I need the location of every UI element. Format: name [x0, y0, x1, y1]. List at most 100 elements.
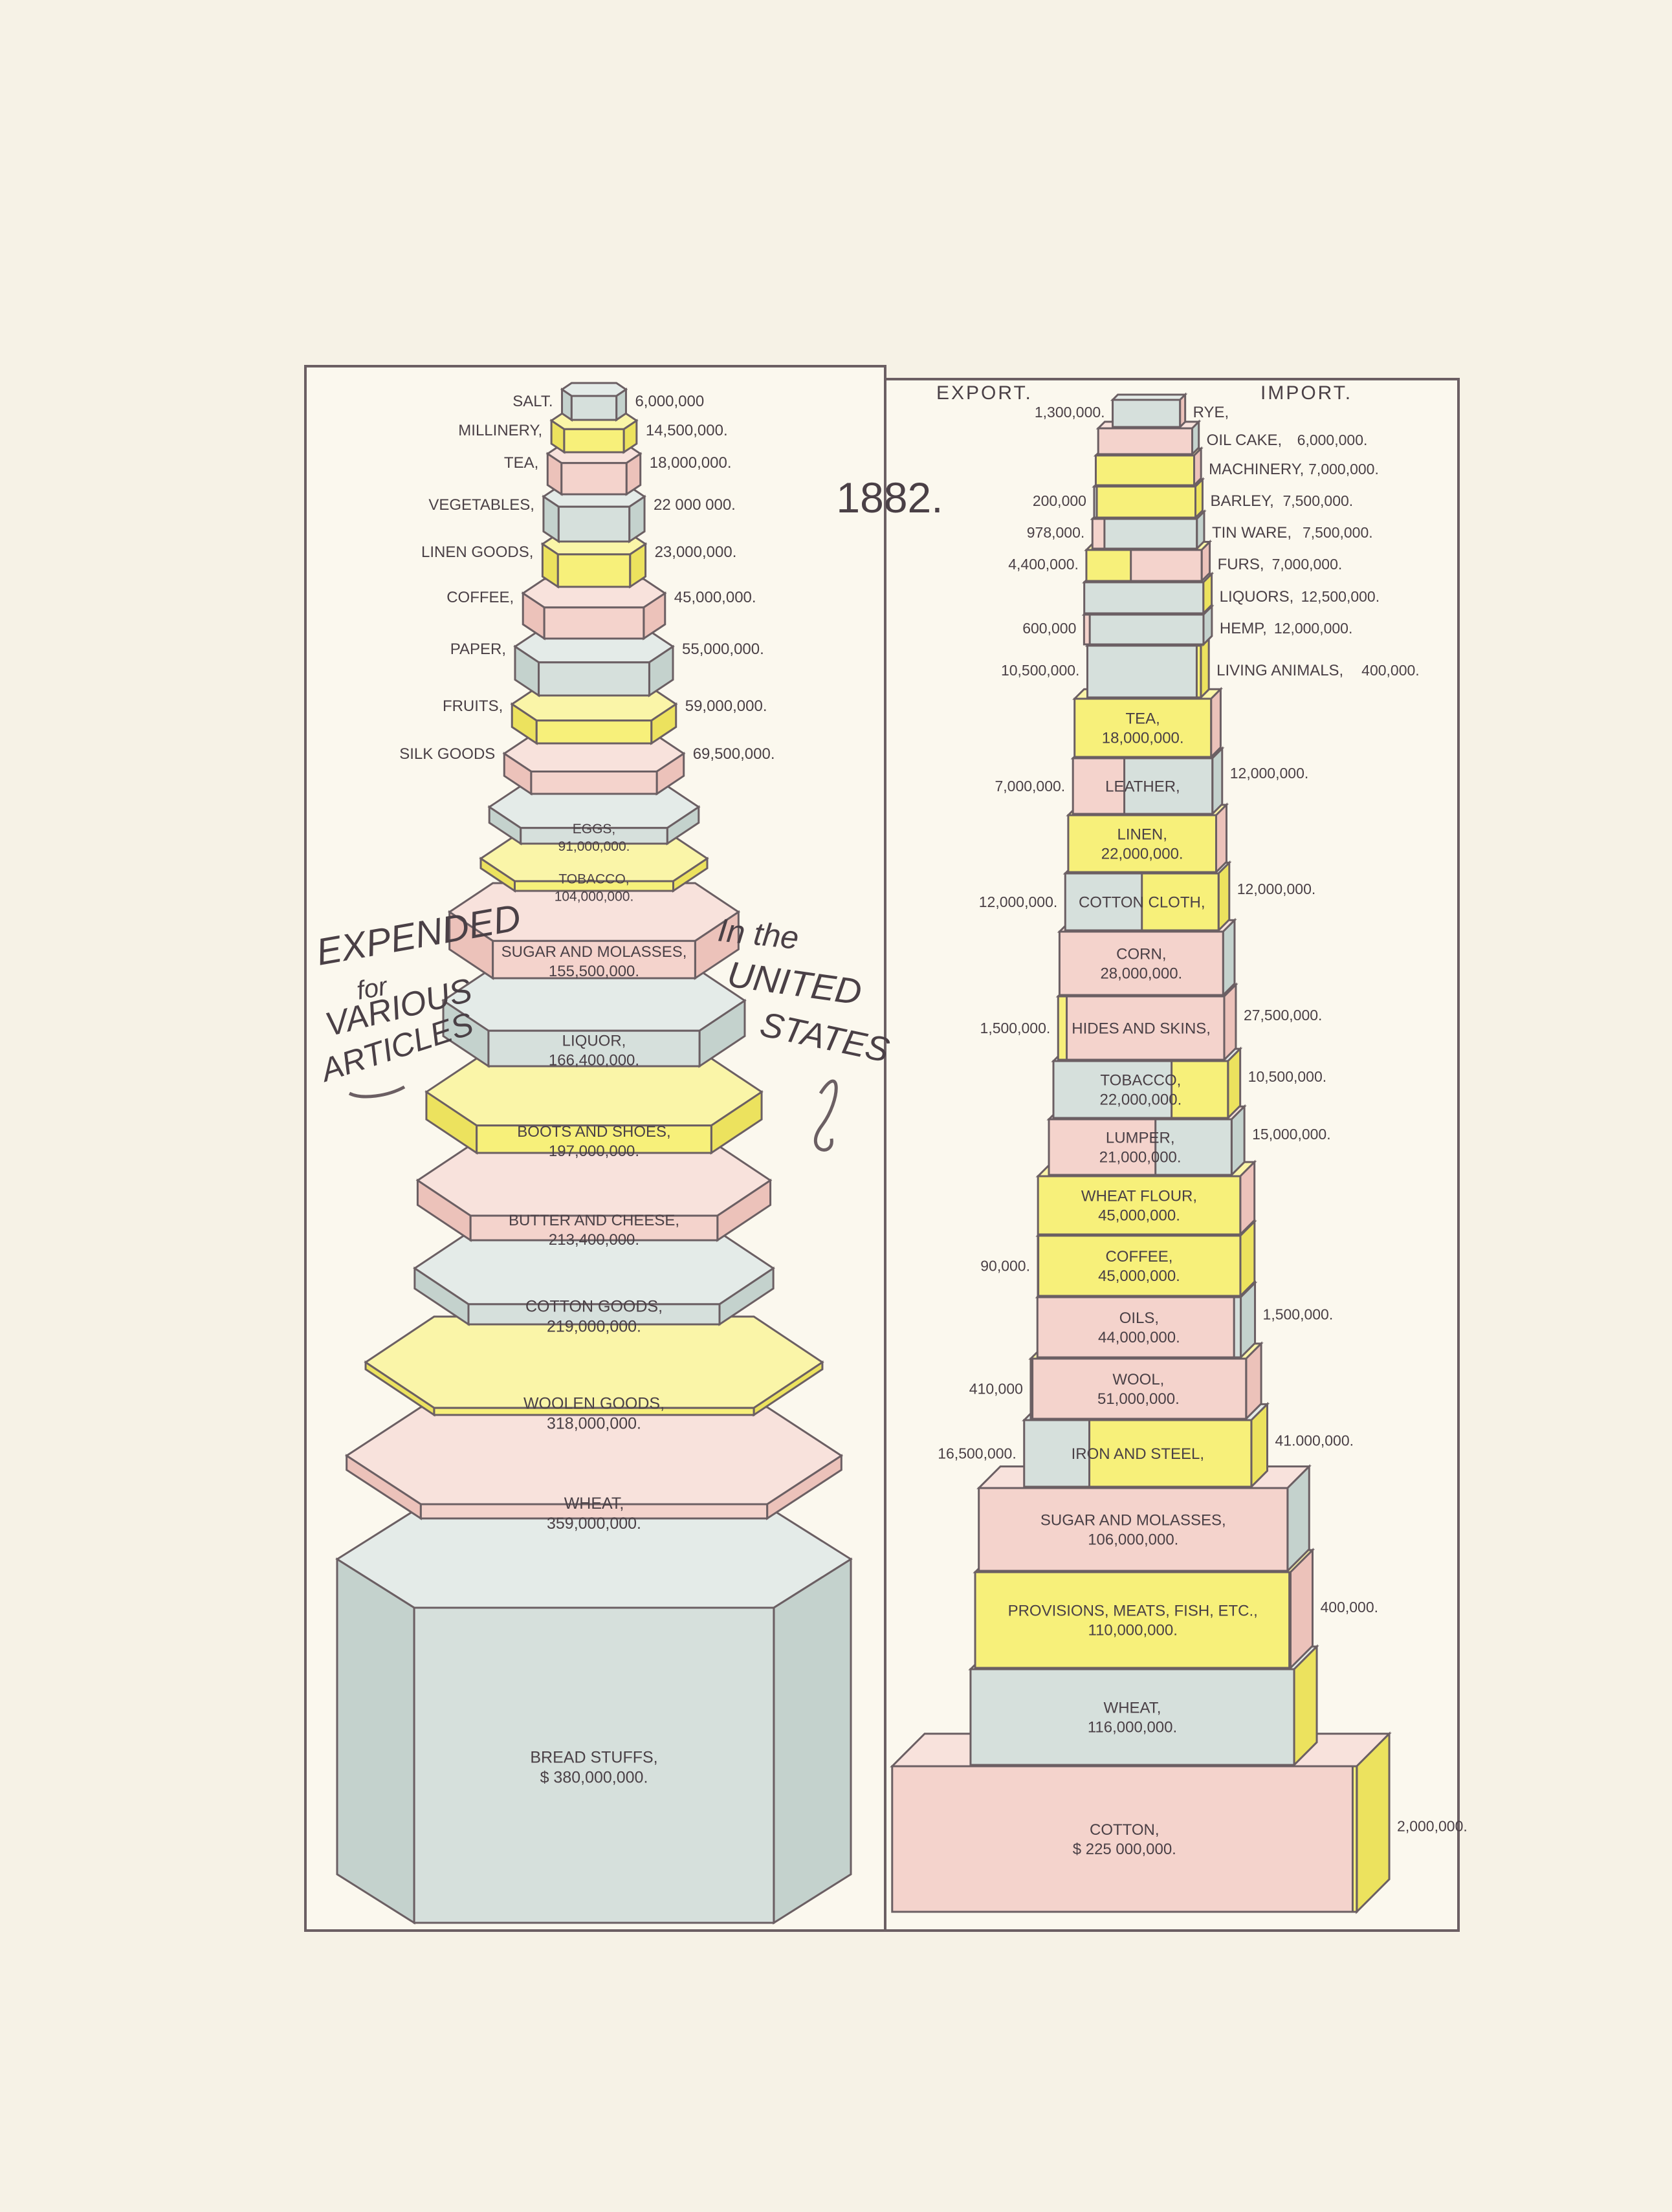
export-header: EXPORT.: [936, 382, 1033, 404]
left-box: [415, 1144, 773, 1242]
right-box-side: [1191, 419, 1200, 457]
right-box-front: [1086, 644, 1202, 699]
left-box-front: [556, 553, 632, 588]
right-export-value: 410,000: [969, 1381, 1023, 1397]
left-item-value: 23,000,000.: [655, 543, 737, 561]
right-import-value: 400,000.: [1320, 1599, 1378, 1615]
left-item-value: 59,000,000.: [685, 697, 767, 715]
right-export-value: 4,400,000.: [1008, 556, 1079, 573]
right-item-name: TIN WARE,: [1212, 524, 1292, 542]
right-import-value: 2,000,000.: [1397, 1818, 1468, 1835]
right-box-front: [1083, 581, 1205, 615]
right-box-import-part: [1141, 872, 1220, 932]
left-item-value: 69,500,000.: [693, 745, 775, 763]
right-box-front: [1037, 1175, 1242, 1236]
left-box-front: [514, 880, 674, 892]
left-box-front: [476, 1124, 712, 1154]
left-item-value: 155,500,000.: [549, 963, 639, 980]
right-item-name: LUMPER,: [1106, 1129, 1175, 1146]
left-item-name: SALT.: [512, 393, 553, 410]
right-box-side: [1200, 539, 1211, 584]
right-box-import-part: [1088, 1419, 1253, 1488]
right-import-value: 41.000,000.: [1275, 1432, 1354, 1449]
left-item-name: BREAD STUFFS,: [530, 1749, 657, 1767]
right-import-value: 12,500,000.: [1301, 588, 1380, 605]
right-box-side: [1222, 917, 1236, 998]
right-box-import-part: [1154, 1118, 1233, 1176]
left-box-front: [413, 1606, 775, 1924]
left-box-front: [535, 719, 653, 745]
right-box: [1066, 802, 1229, 875]
right-item-name: SUGAR AND MOLASSES,: [1040, 1511, 1226, 1529]
right-box-front: [1058, 930, 1224, 996]
right-import-value: 12,000,000.: [1230, 765, 1309, 782]
left-box-front: [563, 428, 625, 454]
right-box: [1028, 1341, 1264, 1421]
left-box-front: [538, 661, 650, 697]
left-item-value: 318,000,000.: [547, 1415, 641, 1433]
left-box-side: [615, 388, 627, 422]
left-item-value: 22 000 000.: [654, 496, 736, 514]
right-item-name: TOBACCO,: [1100, 1071, 1181, 1089]
right-item-name: TEA,: [1126, 710, 1160, 727]
right-tower: [890, 392, 1392, 1914]
right-item-name: BARLEY,: [1210, 492, 1273, 510]
right-export-value: 200,000: [1033, 492, 1086, 509]
right-item-name: LINEN,: [1117, 826, 1167, 843]
left-item-value: 45,000,000.: [674, 589, 756, 606]
right-item-name: COTTON,: [1090, 1821, 1160, 1839]
right-item-name: HIDES AND SKINS,: [1072, 1020, 1211, 1037]
right-import-value: 27,500,000.: [1244, 1007, 1323, 1024]
right-item-value: 116,000,000.: [1088, 1718, 1177, 1736]
left-item-name: FRUITS,: [443, 697, 503, 715]
import-header: IMPORT.: [1260, 382, 1352, 404]
right-export-value: 978,000.: [1027, 524, 1085, 541]
caption-flourishes: [348, 1079, 838, 1152]
left-item-name: WOOLEN GOODS,: [523, 1395, 665, 1413]
left-box-front: [560, 462, 628, 496]
caption-in-the: In the: [716, 912, 800, 956]
left-item-value: 104,000,000.: [555, 889, 634, 904]
right-box-side: [1193, 446, 1202, 488]
right-import-value: 1,500,000.: [1263, 1306, 1334, 1323]
right-box-import-part: [1066, 995, 1226, 1061]
right-item-value: 51,000,000.: [1097, 1390, 1180, 1408]
right-item-value: 106,000,000.: [1088, 1531, 1178, 1548]
right-export-value: 1,500,000.: [980, 1020, 1051, 1036]
right-item-name: OIL CAKE,: [1207, 432, 1282, 449]
right-import-value: 400,000.: [1361, 662, 1420, 679]
left-box: [335, 1509, 853, 1925]
left-item-name: TEA,: [504, 454, 538, 472]
right-item-value: 21,000,000.: [1099, 1148, 1182, 1166]
left-item-name: MILLINERY,: [458, 422, 542, 439]
left-box-front: [543, 606, 645, 640]
right-export-value: 12,000,000.: [979, 893, 1058, 910]
right-item-name: CORN,: [1116, 945, 1166, 963]
left-box-side: [561, 388, 573, 422]
right-box: [1072, 686, 1224, 760]
left-box: [364, 1315, 824, 1417]
right-box-front: [974, 1571, 1292, 1669]
right-box-front: [1097, 427, 1194, 455]
right-box: [1110, 392, 1188, 430]
year-label: 1882.: [836, 474, 943, 521]
right-item-name: PROVISIONS, MEATS, FISH, ETC.,: [1008, 1602, 1258, 1619]
right-export-value: 90,000.: [980, 1258, 1030, 1275]
left-box-side: [773, 1557, 852, 1925]
right-box-front: [1094, 454, 1196, 487]
left-item-value: 14,500,000.: [646, 422, 728, 439]
left-item-value: $ 380,000,000.: [540, 1769, 648, 1787]
right-box-front: [978, 1487, 1289, 1572]
left-box-front: [570, 395, 618, 421]
left-item-name: WHEAT,: [564, 1495, 624, 1513]
right-item-value: 45,000,000.: [1098, 1207, 1180, 1224]
left-box-front: [487, 1029, 701, 1068]
right-box-side: [1217, 860, 1231, 933]
right-item-value: 28,000,000.: [1100, 965, 1182, 982]
left-item-value: 6,000,000: [635, 393, 704, 410]
left-box-front: [492, 939, 696, 980]
left-item-name: BUTTER AND CHEESE,: [509, 1212, 679, 1229]
right-box-front: [1073, 697, 1213, 758]
left-item-value: 197,000,000.: [549, 1143, 639, 1160]
